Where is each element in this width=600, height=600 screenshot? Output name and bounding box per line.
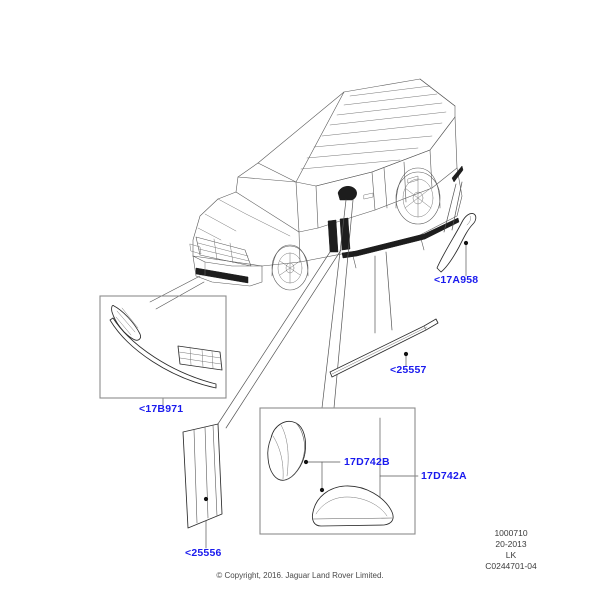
vehicle-hood xyxy=(197,198,291,241)
vehicle-door-mirror-highlight xyxy=(337,185,357,201)
drawing-reference: C0244701-04 xyxy=(485,561,537,571)
grille-mesh-piece-small xyxy=(111,305,141,341)
lower-valance-trim-strip xyxy=(109,317,217,389)
callout-node-17D742B-lower xyxy=(319,487,325,493)
callout-node-25556 xyxy=(203,496,209,502)
rear-quarter-trim-part xyxy=(436,213,477,273)
callout-label-17B971[interactable]: <17B971 xyxy=(139,403,184,415)
callout-node-25557 xyxy=(403,351,409,357)
drawing-meta-block: 1000710 20-2013 LK C0244701-04 xyxy=(446,528,576,572)
mirror-cover-housing xyxy=(311,485,394,527)
callout-label-17D742B[interactable]: 17D742B xyxy=(344,456,390,468)
vehicle-door-handle-front xyxy=(363,192,374,200)
copyright-notice: © Copyright, 2016. Jaguar Land Rover Lim… xyxy=(216,571,384,580)
drawing-number: 1000710 xyxy=(494,528,528,538)
vehicle-rear-quarter-highlight xyxy=(451,165,464,183)
side-moulding-strip-part xyxy=(329,318,439,378)
front-grille-trim-inset xyxy=(99,295,227,399)
model-code: LK xyxy=(505,550,517,560)
vehicle-glasshouse xyxy=(235,91,458,233)
vehicle-headlight xyxy=(189,243,202,255)
callout-label-17A958[interactable]: <17A958 xyxy=(434,274,479,286)
mirror-cover-inset xyxy=(259,407,416,535)
callout-node-17A958 xyxy=(463,240,469,246)
grille-mesh-piece-large xyxy=(177,345,223,371)
callout-node-17D742B xyxy=(303,459,309,465)
vehicle-wheels xyxy=(271,167,441,291)
drawing-date-code: 20-2013 xyxy=(495,539,527,549)
callout-label-25557[interactable]: <25557 xyxy=(390,364,427,376)
vehicle-fender-vent-highlight xyxy=(327,217,351,253)
vehicle-front-bumper xyxy=(192,255,263,287)
callout-label-25556[interactable]: <25556 xyxy=(185,547,222,559)
mirror-cover-cap xyxy=(267,420,306,481)
vehicle-door-handle-rear xyxy=(407,175,419,184)
fender-vent-panel xyxy=(182,423,223,529)
callout-label-17D742A[interactable]: 17D742A xyxy=(421,470,467,482)
vehicle-illustration xyxy=(189,78,464,291)
vehicle-front-grille xyxy=(195,236,252,267)
